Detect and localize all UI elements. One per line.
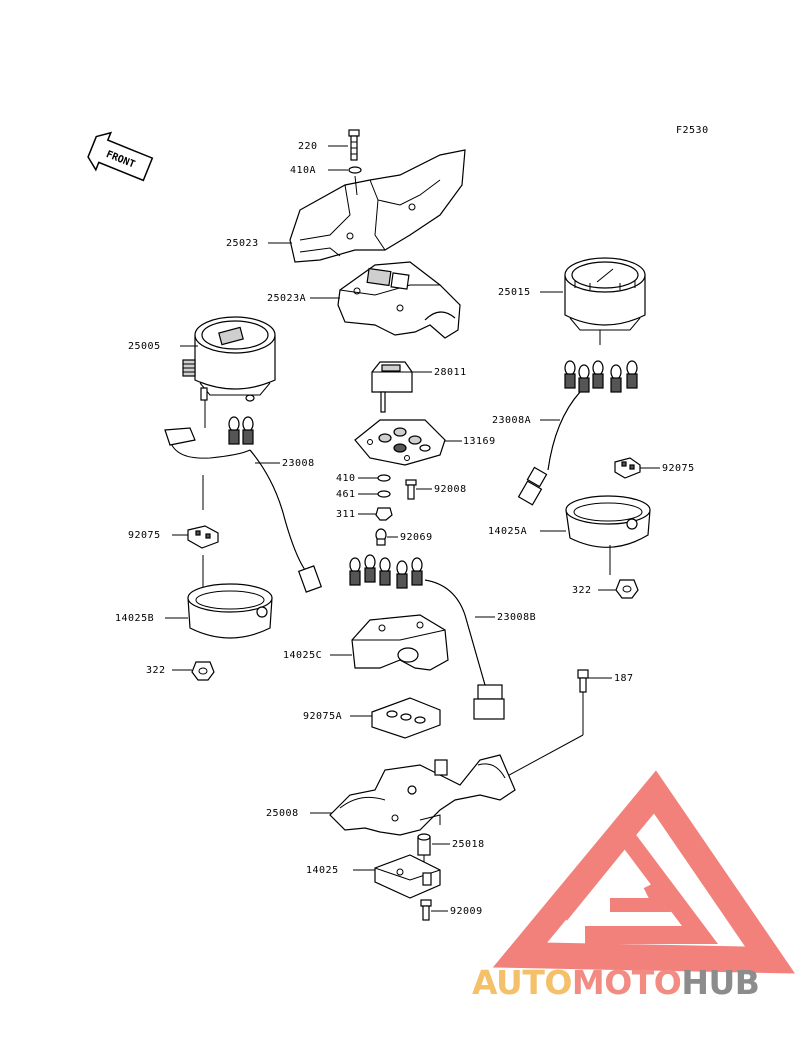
watermark-inner-mark: [553, 820, 718, 944]
label-14025a: 14025A: [488, 526, 527, 537]
bulb-92069: [375, 528, 387, 546]
label-25015: 25015: [498, 287, 531, 298]
label-187: 187: [614, 673, 634, 684]
watermark-brand: AUTOMOTOHUB: [472, 963, 760, 1002]
wire-23008a: [517, 360, 638, 506]
label-92008: 92008: [434, 484, 467, 495]
label-92075a: 92075A: [303, 711, 342, 722]
label-322-right: 322: [572, 585, 592, 596]
washer-410: [377, 474, 391, 482]
label-25023: 25023: [226, 238, 259, 249]
washer-461: [377, 490, 391, 498]
label-14025b: 14025B: [115, 613, 154, 624]
label-220: 220: [298, 141, 318, 152]
washer-410a: [348, 166, 362, 174]
figure-code: F2530: [676, 125, 709, 136]
front-arrow: FRONT: [87, 131, 154, 182]
front-arrow-icon: [87, 131, 154, 182]
wire-23008: [164, 400, 323, 593]
label-25005: 25005: [128, 341, 161, 352]
label-461: 461: [336, 489, 356, 500]
label-92075-right: 92075: [662, 463, 695, 474]
watermark-g-mark: [610, 881, 672, 912]
watermark-logo: [492, 770, 795, 974]
wire-23008b: [349, 554, 505, 720]
gauge-25015: [564, 257, 646, 345]
bracket-14025a: [565, 495, 651, 575]
label-92009: 92009: [450, 906, 483, 917]
plate-13169: [354, 419, 446, 466]
clip-92075-left: [187, 525, 219, 549]
plate-14025: [374, 854, 441, 899]
label-25008: 25008: [266, 808, 299, 819]
label-410a: 410A: [290, 165, 316, 176]
label-410: 410: [336, 473, 356, 484]
bracket-14025c: [351, 614, 449, 671]
unit-28011: [371, 361, 413, 413]
watermark-moto: MOTO: [572, 963, 681, 1002]
label-14025c: 14025C: [283, 650, 322, 661]
label-322-left: 322: [146, 665, 166, 676]
rubber-92075a: [371, 697, 441, 739]
watermark-auto: AUTO: [472, 963, 572, 1002]
watermark-hub: HUB: [681, 963, 759, 1002]
screw-92009: [420, 899, 432, 921]
housing-25023a: [337, 261, 461, 339]
bracket-25008: [329, 754, 516, 836]
cover-25023: [289, 149, 466, 263]
nut-322-right: [615, 579, 639, 599]
gauge-25005: [182, 316, 276, 402]
label-23008b: 23008B: [497, 612, 536, 623]
clip-92075-right: [614, 457, 641, 479]
nut-322-left: [191, 661, 215, 681]
bolt-220: [348, 129, 360, 161]
svg-text:AUTOMOTOHUB: AUTOMOTOHUB: [472, 963, 759, 1002]
screw-92008: [405, 479, 417, 500]
bolt-187: [577, 669, 589, 693]
label-311: 311: [336, 509, 356, 520]
label-14025: 14025: [306, 865, 339, 876]
bracket-14025b: [187, 583, 273, 639]
label-25018: 25018: [452, 839, 485, 850]
label-13169: 13169: [463, 436, 496, 447]
label-23008: 23008: [282, 458, 315, 469]
label-23008a: 23008A: [492, 415, 531, 426]
label-92069: 92069: [400, 532, 433, 543]
nut-311: [375, 507, 393, 521]
label-25023a: 25023A: [267, 293, 306, 304]
label-92075-left: 92075: [128, 530, 161, 541]
label-28011: 28011: [434, 367, 467, 378]
